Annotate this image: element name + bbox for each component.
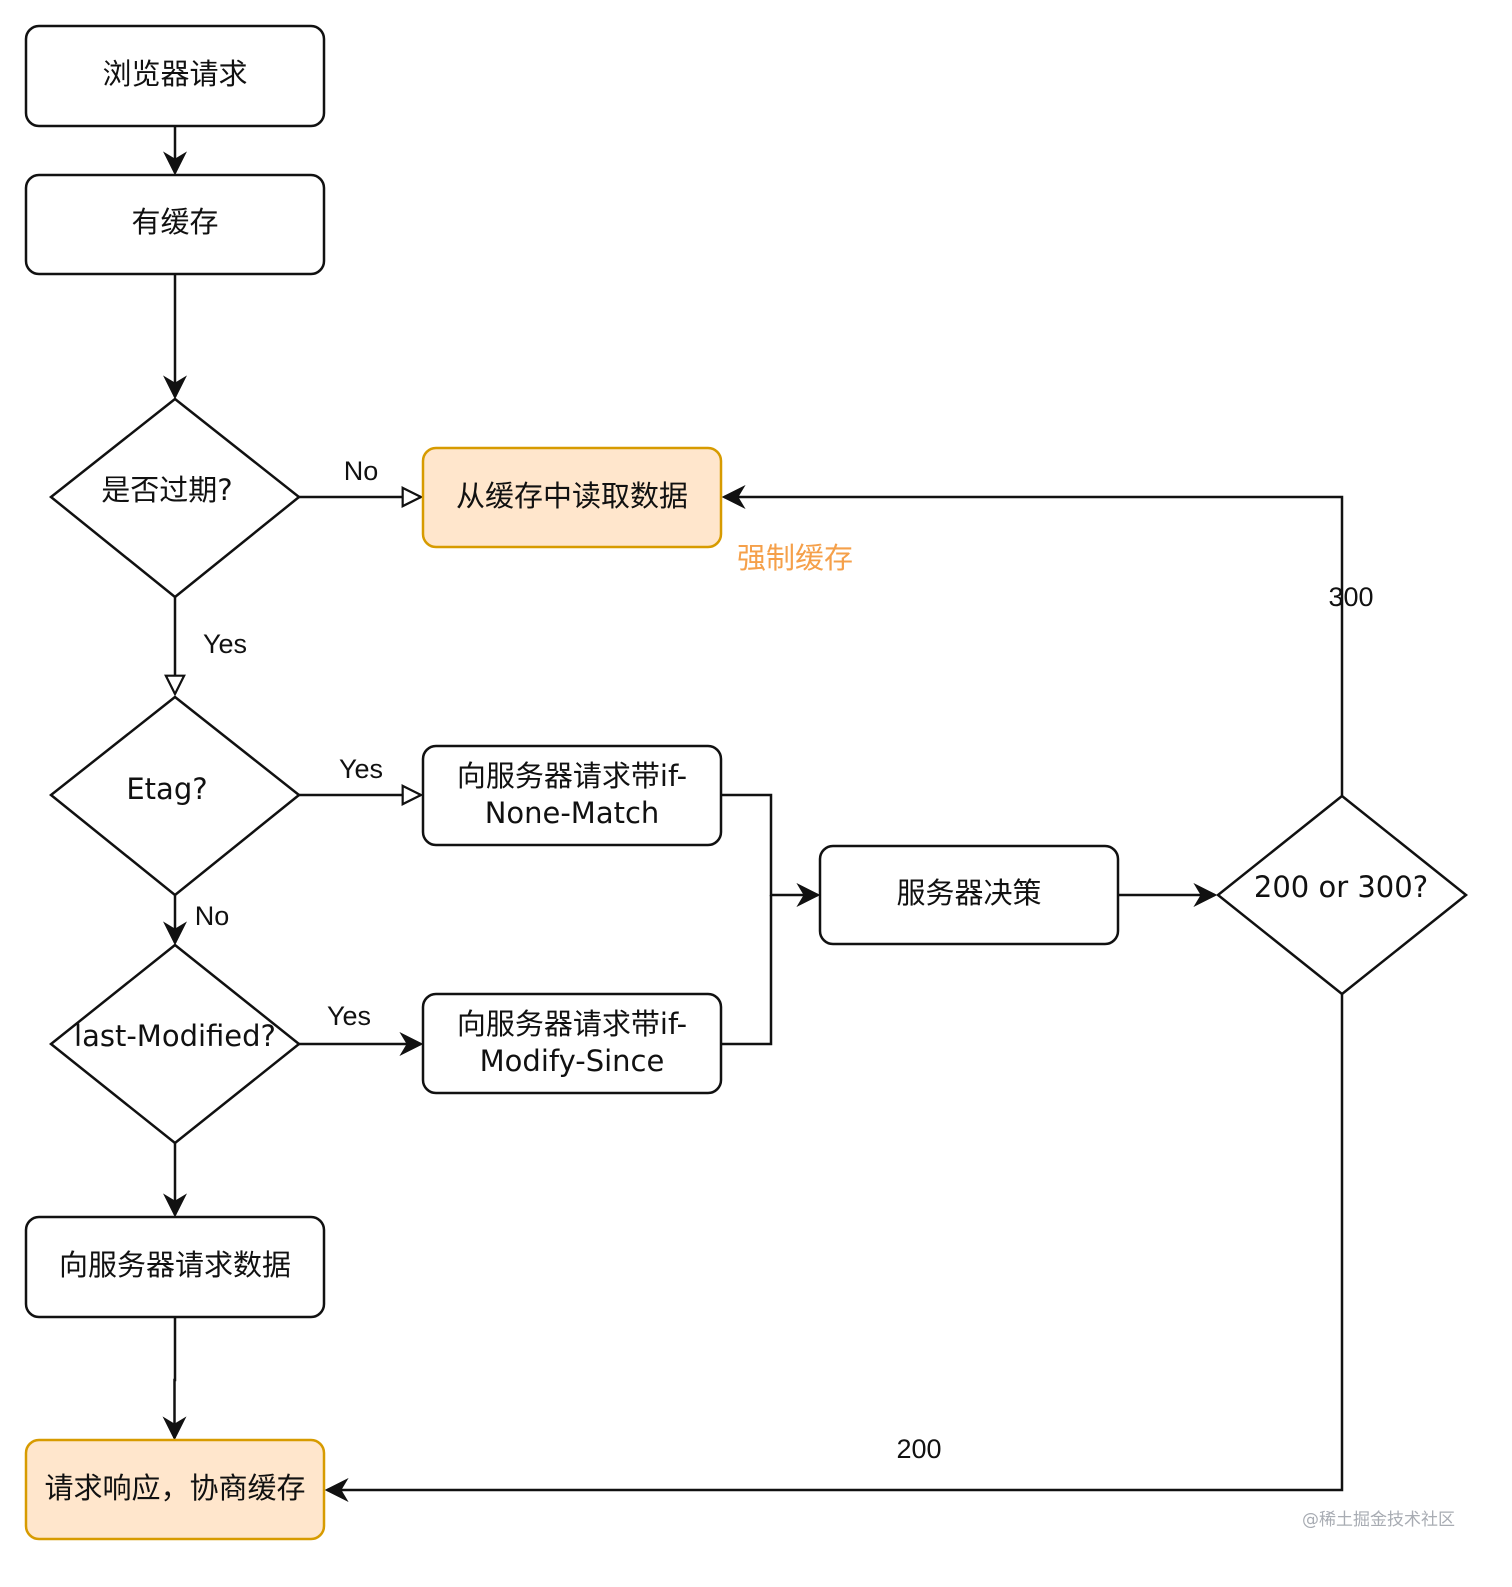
decision-status: 200 or 300? (1215, 794, 1469, 996)
edge-label-expired-yes: Yes (203, 629, 247, 659)
node-read-from-cache-label: 从缓存中读取数据 (456, 479, 688, 513)
decision-last-modified: last-Modified? (48, 943, 302, 1145)
node-if-modify-since: 向服务器请求带if- Modify-Since (421, 992, 723, 1095)
edge-label-etag-yes: Yes (339, 754, 383, 784)
decision-status-label: 200 or 300? (1254, 870, 1428, 904)
node-browser-request: 浏览器请求 (24, 24, 326, 128)
watermark: @稀土掘金技术社区 (1302, 1510, 1455, 1530)
node-response-negotiate-box (24, 1438, 326, 1541)
edge-request-to-response (162, 1317, 187, 1441)
node-browser-request-label: 浏览器请求 (102, 57, 247, 91)
node-server-decision-label: 服务器决策 (896, 876, 1041, 910)
node-request-data-label: 向服务器请求数据 (59, 1248, 291, 1282)
edge-label-expired-no: No (344, 456, 379, 486)
edge-modifysince-to-decision (722, 895, 773, 1046)
node-server-decision: 服务器决策 (818, 844, 1120, 946)
node-if-none-match: 向服务器请求带if- None-Match (421, 744, 723, 847)
edge-nonematch-to-decision (722, 793, 821, 907)
decision-etag-label: Etag? (126, 772, 207, 806)
node-read-from-cache: 从缓存中读取数据 (421, 446, 723, 549)
node-if-none-match-line1: 向服务器请求带if- (457, 759, 687, 793)
node-if-none-match-line2: None-Match (485, 796, 660, 830)
node-response-negotiate-label: 请求响应，协商缓存 (44, 1471, 305, 1505)
edge-label-lastmod-yes: Yes (327, 1001, 371, 1031)
edge-status-300 (721, 485, 1344, 796)
edge-status-200 (324, 994, 1344, 1502)
node-has-cache: 有缓存 (24, 173, 326, 276)
node-has-cache-label: 有缓存 (131, 205, 218, 239)
decision-is-expired-label: 是否过期? (101, 473, 232, 507)
decision-is-expired: 是否过期? (48, 397, 302, 599)
node-if-modify-since-line1: 向服务器请求带if- (457, 1007, 687, 1041)
strong-cache-annotation: 强制缓存 (737, 541, 853, 575)
decision-last-modified-label: last-Modified? (74, 1019, 276, 1053)
edge-label-status-300: 300 (1328, 582, 1373, 612)
decision-etag: Etag? (48, 695, 302, 897)
node-read-from-cache-box (421, 446, 723, 549)
node-if-modify-since-line2: Modify-Since (480, 1044, 665, 1078)
node-response-negotiate: 请求响应，协商缓存 (24, 1438, 326, 1541)
edge-label-status-200: 200 (896, 1434, 941, 1464)
node-request-data: 向服务器请求数据 (24, 1215, 326, 1319)
edge-label-etag-no: No (195, 901, 230, 931)
